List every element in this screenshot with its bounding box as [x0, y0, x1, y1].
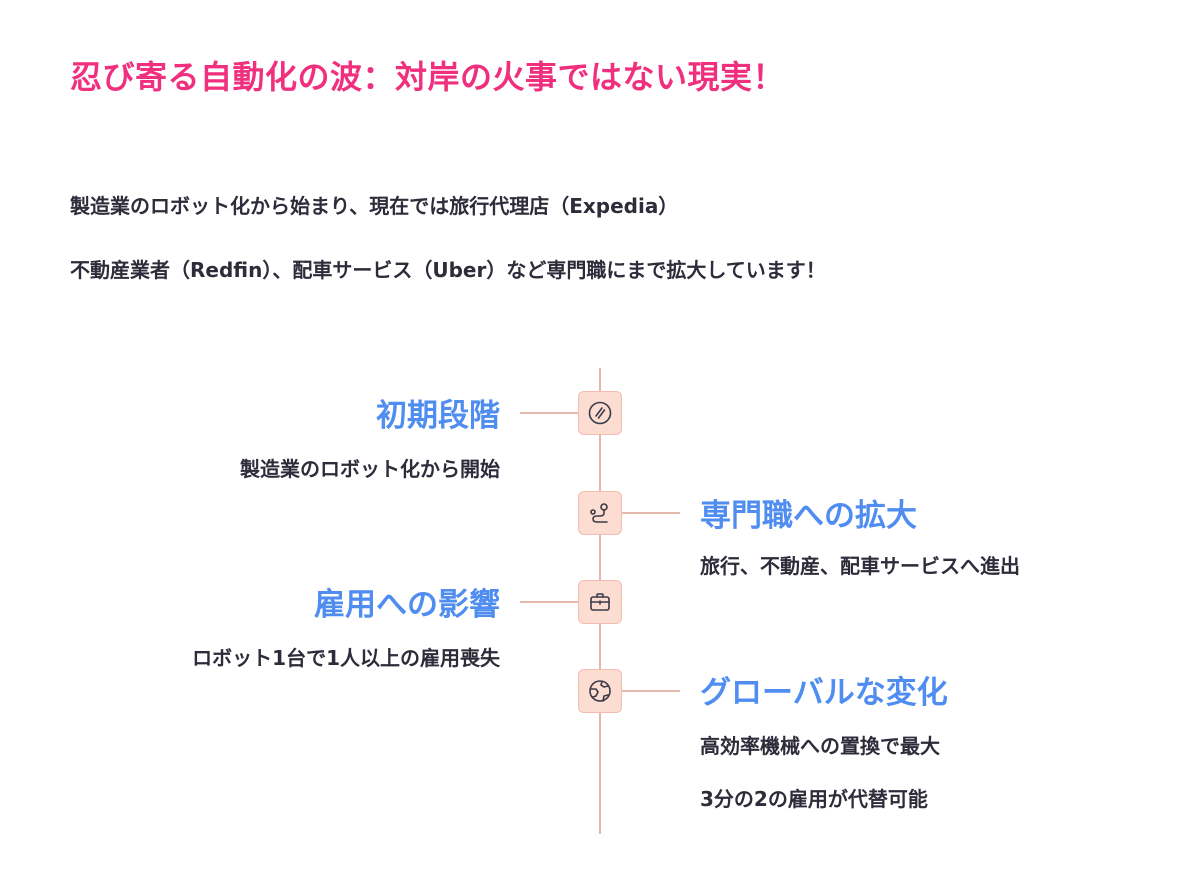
timeline-heading-4: グローバルな変化 [700, 675, 948, 711]
route-icon [587, 500, 613, 526]
connector-line [622, 690, 680, 692]
connector-line [622, 512, 680, 514]
timeline-node-3 [578, 580, 622, 624]
connector-line [520, 412, 578, 414]
circle-lines-icon [587, 400, 613, 426]
globe-icon [587, 678, 613, 704]
timeline-desc-2: 旅行、不動産、配車サービスへ進出 [700, 554, 1020, 578]
timeline-desc-4-line-2: 3分の2の雇用が代替可能 [700, 787, 928, 811]
timeline-desc-1: 製造業のロボット化から開始 [240, 457, 500, 481]
timeline-heading-1: 初期段階 [376, 398, 500, 434]
intro-line-1: 製造業のロボット化から始まり、現在では旅行代理店（Expedia） [70, 194, 679, 218]
timeline-node-2 [578, 491, 622, 535]
timeline-desc-4-line-1: 高効率機械への置換で最大 [700, 734, 940, 758]
timeline-heading-2: 専門職への拡大 [700, 498, 917, 534]
timeline-node-1 [578, 391, 622, 435]
connector-line [520, 601, 578, 603]
page-title: 忍び寄る自動化の波：対岸の火事ではない現実！ [70, 58, 786, 96]
timeline-heading-3: 雇用への影響 [314, 587, 500, 623]
timeline-node-4 [578, 669, 622, 713]
briefcase-icon [587, 589, 613, 615]
intro-line-2: 不動産業者（Redfin）、配車サービス（Uber）など専門職にまで拡大していま… [70, 258, 826, 282]
timeline-desc-3: ロボット1台で1人以上の雇用喪失 [192, 646, 500, 670]
